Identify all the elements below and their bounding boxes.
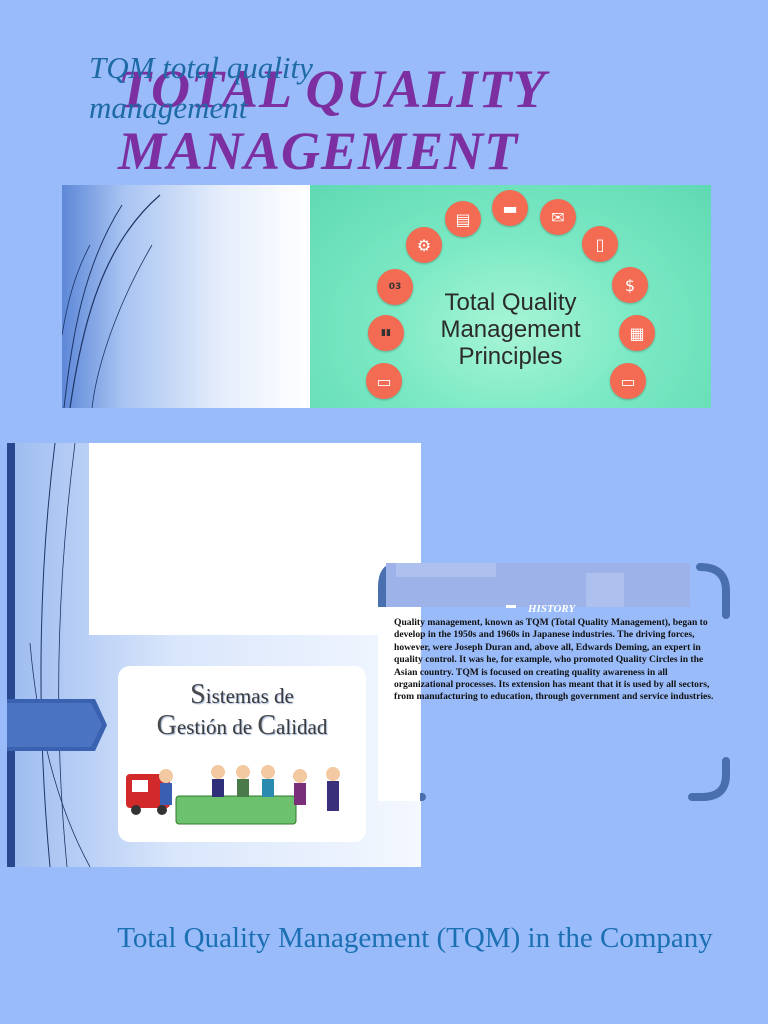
history-frame [378, 563, 730, 801]
money-bag-icon: $ [612, 267, 648, 303]
arrow-shape [7, 699, 107, 751]
sistemas-card-title: Sistemas de Gestión de Calidad [118, 680, 366, 742]
gear-icon: ⚙ [406, 227, 442, 263]
principles-title: Total Quality Management Principles [310, 289, 711, 370]
slide-frame-bar [7, 443, 15, 867]
monitor-icon: ▭ [610, 363, 646, 399]
sistemas-card: Sistemas de Gestión de Calidad [118, 666, 366, 842]
page-title: TOTAL QUALITY MANAGEMENT [118, 59, 545, 181]
wallet-icon: ▭ [366, 363, 402, 399]
swoosh-lines [62, 194, 161, 408]
banner-decor [62, 185, 310, 408]
book-icon: ▤ [445, 201, 481, 237]
history-panel: HISTORY Quality management, known as TQM… [378, 563, 730, 801]
history-label: HISTORY [528, 603, 576, 615]
card-text: istemas de [205, 684, 294, 708]
calendar-icon: 03 [377, 269, 413, 305]
cap-letter: G [156, 710, 177, 741]
people-illustration [126, 765, 340, 825]
card-icon: ▬ [492, 190, 528, 226]
history-body: Quality management, known as TQM (Total … [394, 617, 714, 703]
phone-icon: ▯ [582, 226, 618, 262]
tqm-heading: TQM total quality management [89, 50, 313, 125]
mail-icon: ✉ [540, 199, 576, 235]
cap-letter: C [257, 710, 277, 741]
heading-panel [89, 443, 421, 635]
card-text: estión de [176, 715, 258, 739]
cap-letter: S [190, 679, 206, 710]
slide-swoosh [29, 443, 91, 867]
chart-icon: ▮▮ [368, 315, 404, 351]
footer-title: Total Quality Management (TQM) in the Co… [117, 922, 713, 954]
calculator-icon: ▦ [619, 315, 655, 351]
principles-banner: ▭ ▮▮ 03 ⚙ ▤ ▬ ✉ ▯ $ ▦ ▭ Total Quality Ma… [62, 185, 711, 408]
card-text: alidad [276, 715, 328, 739]
principles-title-text: Total Quality Management Principles [440, 289, 581, 370]
principles-graphic: ▭ ▮▮ 03 ⚙ ▤ ▬ ✉ ▯ $ ▦ ▭ Total Quality Ma… [310, 185, 711, 408]
